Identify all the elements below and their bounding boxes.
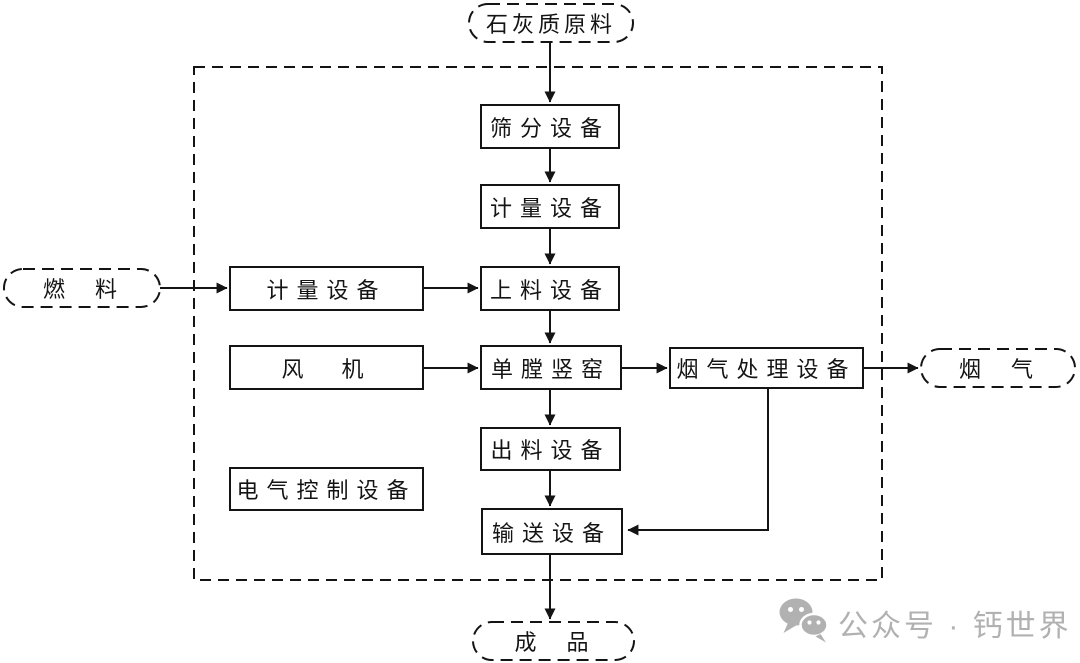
node-single-chamber-shaft-kiln: 单膛竖窑 (480, 345, 622, 390)
process-boundary-dashed-box (193, 66, 883, 581)
node-conveying-equipment: 输送设备 (481, 508, 623, 555)
node-discharge-equipment: 出料设备 (480, 427, 621, 471)
terminal-fuel: 燃 料 (42, 277, 121, 302)
node-feeding-equipment: 上料设备 (480, 266, 620, 311)
node-flue-gas-treatment-equipment: 烟气处理设备 (669, 347, 864, 389)
terminal-flue-gas: 烟 气 (958, 357, 1037, 382)
node-fan: 风 机 (229, 345, 424, 390)
node-metering-equipment-left: 计量设备 (229, 266, 424, 311)
watermark-text: 公众号 · 钙世界 (838, 610, 1072, 643)
node-metering-equipment-top: 计量设备 (480, 184, 620, 229)
stadium-outline-flue-gas (920, 348, 1076, 388)
stadium-outline-fuel (3, 268, 161, 308)
connector-flue-treatment-to-conveying (627, 389, 769, 536)
terminal-limestone-raw-material: 石灰质原料 (485, 12, 616, 37)
node-electrical-control-equipment: 电气控制设备 (229, 467, 424, 511)
terminal-finished-product: 成 品 (514, 630, 593, 655)
node-screening-equipment: 筛分设备 (480, 104, 620, 149)
wechat-icon (779, 598, 829, 643)
stadium-outline-product (472, 621, 635, 661)
